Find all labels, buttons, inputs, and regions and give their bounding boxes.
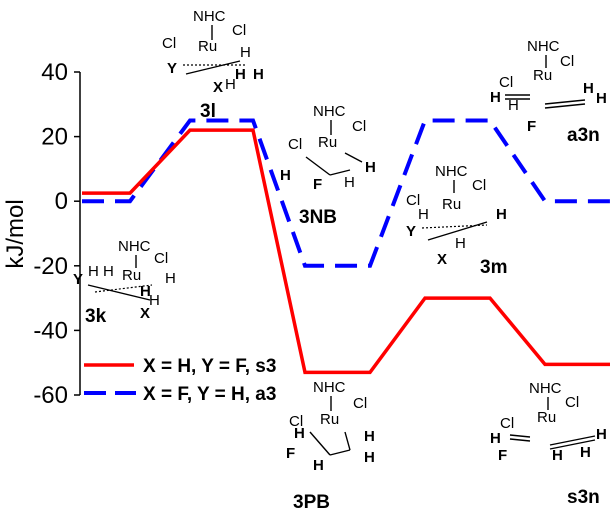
- svg-text:H: H: [280, 167, 291, 184]
- legend-label-a3: X = F, Y = H, a3: [143, 384, 276, 405]
- svg-text:H: H: [165, 270, 176, 287]
- svg-text:Y: Y: [73, 271, 83, 288]
- svg-text:Ru: Ru: [533, 67, 552, 84]
- y-tick-label: 20: [41, 124, 68, 151]
- svg-text:Ru: Ru: [537, 409, 556, 426]
- svg-text:F: F: [313, 176, 322, 193]
- svg-text:H: H: [580, 444, 591, 461]
- molecule-3PB: NHC Cl Cl Ru H F H H H 3PB: [286, 379, 375, 513]
- svg-text:H: H: [88, 263, 99, 280]
- svg-text:F: F: [527, 118, 536, 135]
- svg-text:H: H: [583, 80, 594, 97]
- svg-text:H: H: [490, 430, 501, 447]
- svg-text:H: H: [149, 292, 160, 309]
- svg-text:Cl: Cl: [232, 22, 246, 39]
- svg-text:H: H: [364, 449, 375, 466]
- svg-text:Cl: Cl: [154, 250, 168, 267]
- label-3k: 3k: [85, 306, 107, 327]
- svg-text:Y: Y: [406, 223, 416, 240]
- svg-text:H: H: [294, 425, 305, 442]
- svg-text:NHC: NHC: [435, 163, 468, 180]
- svg-text:H: H: [490, 89, 501, 106]
- svg-text:H: H: [140, 283, 151, 300]
- svg-text:H: H: [253, 66, 264, 83]
- molecule-3k: NHC Cl H Ru H Y H H H X 3k: [73, 238, 176, 327]
- svg-text:Cl: Cl: [289, 413, 303, 430]
- label-s3n: s3n: [567, 487, 600, 508]
- svg-text:H: H: [364, 428, 375, 445]
- y-axis-label: kJ/mol: [2, 199, 29, 268]
- y-tick-label: 0: [55, 188, 68, 215]
- svg-text:H: H: [344, 174, 355, 191]
- svg-text:Cl: Cl: [472, 177, 486, 194]
- svg-text:H: H: [552, 447, 563, 464]
- svg-text:Cl: Cl: [560, 53, 574, 70]
- label-3l: 3l: [200, 101, 216, 122]
- y-tick-label: -60: [33, 382, 68, 409]
- label-3NB: 3NB: [299, 207, 337, 228]
- y-ticks: 40 20 0 -20 -40 -60: [33, 59, 80, 409]
- label-3m: 3m: [480, 257, 507, 278]
- series-s3-line: [82, 128, 610, 375]
- svg-text:H: H: [596, 90, 607, 107]
- y-tick-label: 40: [41, 59, 68, 86]
- molecule-3m: NHC Cl Cl Ru H H Y H X 3m: [406, 163, 507, 278]
- molecule-3l: NHC Cl Cl Ru H Y H H X H 3l: [162, 8, 264, 122]
- y-tick-label: -40: [33, 317, 68, 344]
- svg-text:Cl: Cl: [406, 192, 420, 209]
- svg-text:H: H: [596, 426, 607, 443]
- svg-text:H: H: [313, 457, 324, 474]
- svg-text:H: H: [365, 159, 376, 176]
- svg-text:H: H: [508, 97, 519, 114]
- svg-text:Ru: Ru: [442, 196, 461, 213]
- svg-text:NHC: NHC: [193, 8, 226, 25]
- svg-text:H: H: [235, 66, 246, 83]
- svg-text:Ru: Ru: [122, 267, 141, 284]
- svg-text:F: F: [286, 445, 295, 462]
- y-tick-label: -20: [33, 253, 68, 280]
- svg-text:Ru: Ru: [198, 38, 217, 55]
- svg-text:Ru: Ru: [318, 134, 337, 151]
- label-a3n: a3n: [567, 125, 600, 146]
- svg-text:Cl: Cl: [352, 118, 366, 135]
- svg-text:NHC: NHC: [313, 379, 346, 396]
- svg-text:NHC: NHC: [529, 380, 562, 397]
- svg-text:NHC: NHC: [527, 38, 560, 55]
- label-3PB: 3PB: [293, 492, 330, 513]
- svg-text:Cl: Cl: [353, 395, 367, 412]
- svg-text:NHC: NHC: [118, 238, 151, 255]
- svg-text:Cl: Cl: [162, 35, 176, 52]
- svg-text:H: H: [418, 206, 429, 223]
- svg-text:H: H: [225, 76, 236, 93]
- molecule-s3n: NHC Cl Cl Ru H F H H H s3n: [490, 380, 607, 508]
- svg-text:H: H: [496, 206, 507, 223]
- svg-text:H: H: [240, 44, 251, 61]
- legend-label-s3: X = H, Y = F, s3: [143, 356, 276, 377]
- svg-text:H: H: [103, 263, 114, 280]
- svg-text:NHC: NHC: [313, 103, 346, 120]
- svg-text:X: X: [140, 305, 150, 322]
- svg-text:X: X: [213, 79, 223, 96]
- legend: X = H, Y = F, s3 X = F, Y = H, a3: [84, 356, 276, 405]
- svg-text:Ru: Ru: [320, 411, 339, 428]
- svg-text:Cl: Cl: [500, 415, 514, 432]
- svg-text:Cl: Cl: [565, 394, 579, 411]
- molecule-a3n: NHC Cl Cl Ru H H H H F a3n: [490, 38, 607, 146]
- series-a3-line: [82, 118, 610, 268]
- svg-text:Y: Y: [167, 60, 177, 77]
- molecule-3NB: NHC Cl Cl Ru H H F H 3NB: [280, 103, 376, 228]
- svg-text:F: F: [498, 447, 507, 464]
- svg-text:H: H: [455, 235, 466, 252]
- svg-text:X: X: [437, 251, 447, 268]
- svg-text:Cl: Cl: [288, 136, 302, 153]
- svg-text:Cl: Cl: [499, 74, 513, 91]
